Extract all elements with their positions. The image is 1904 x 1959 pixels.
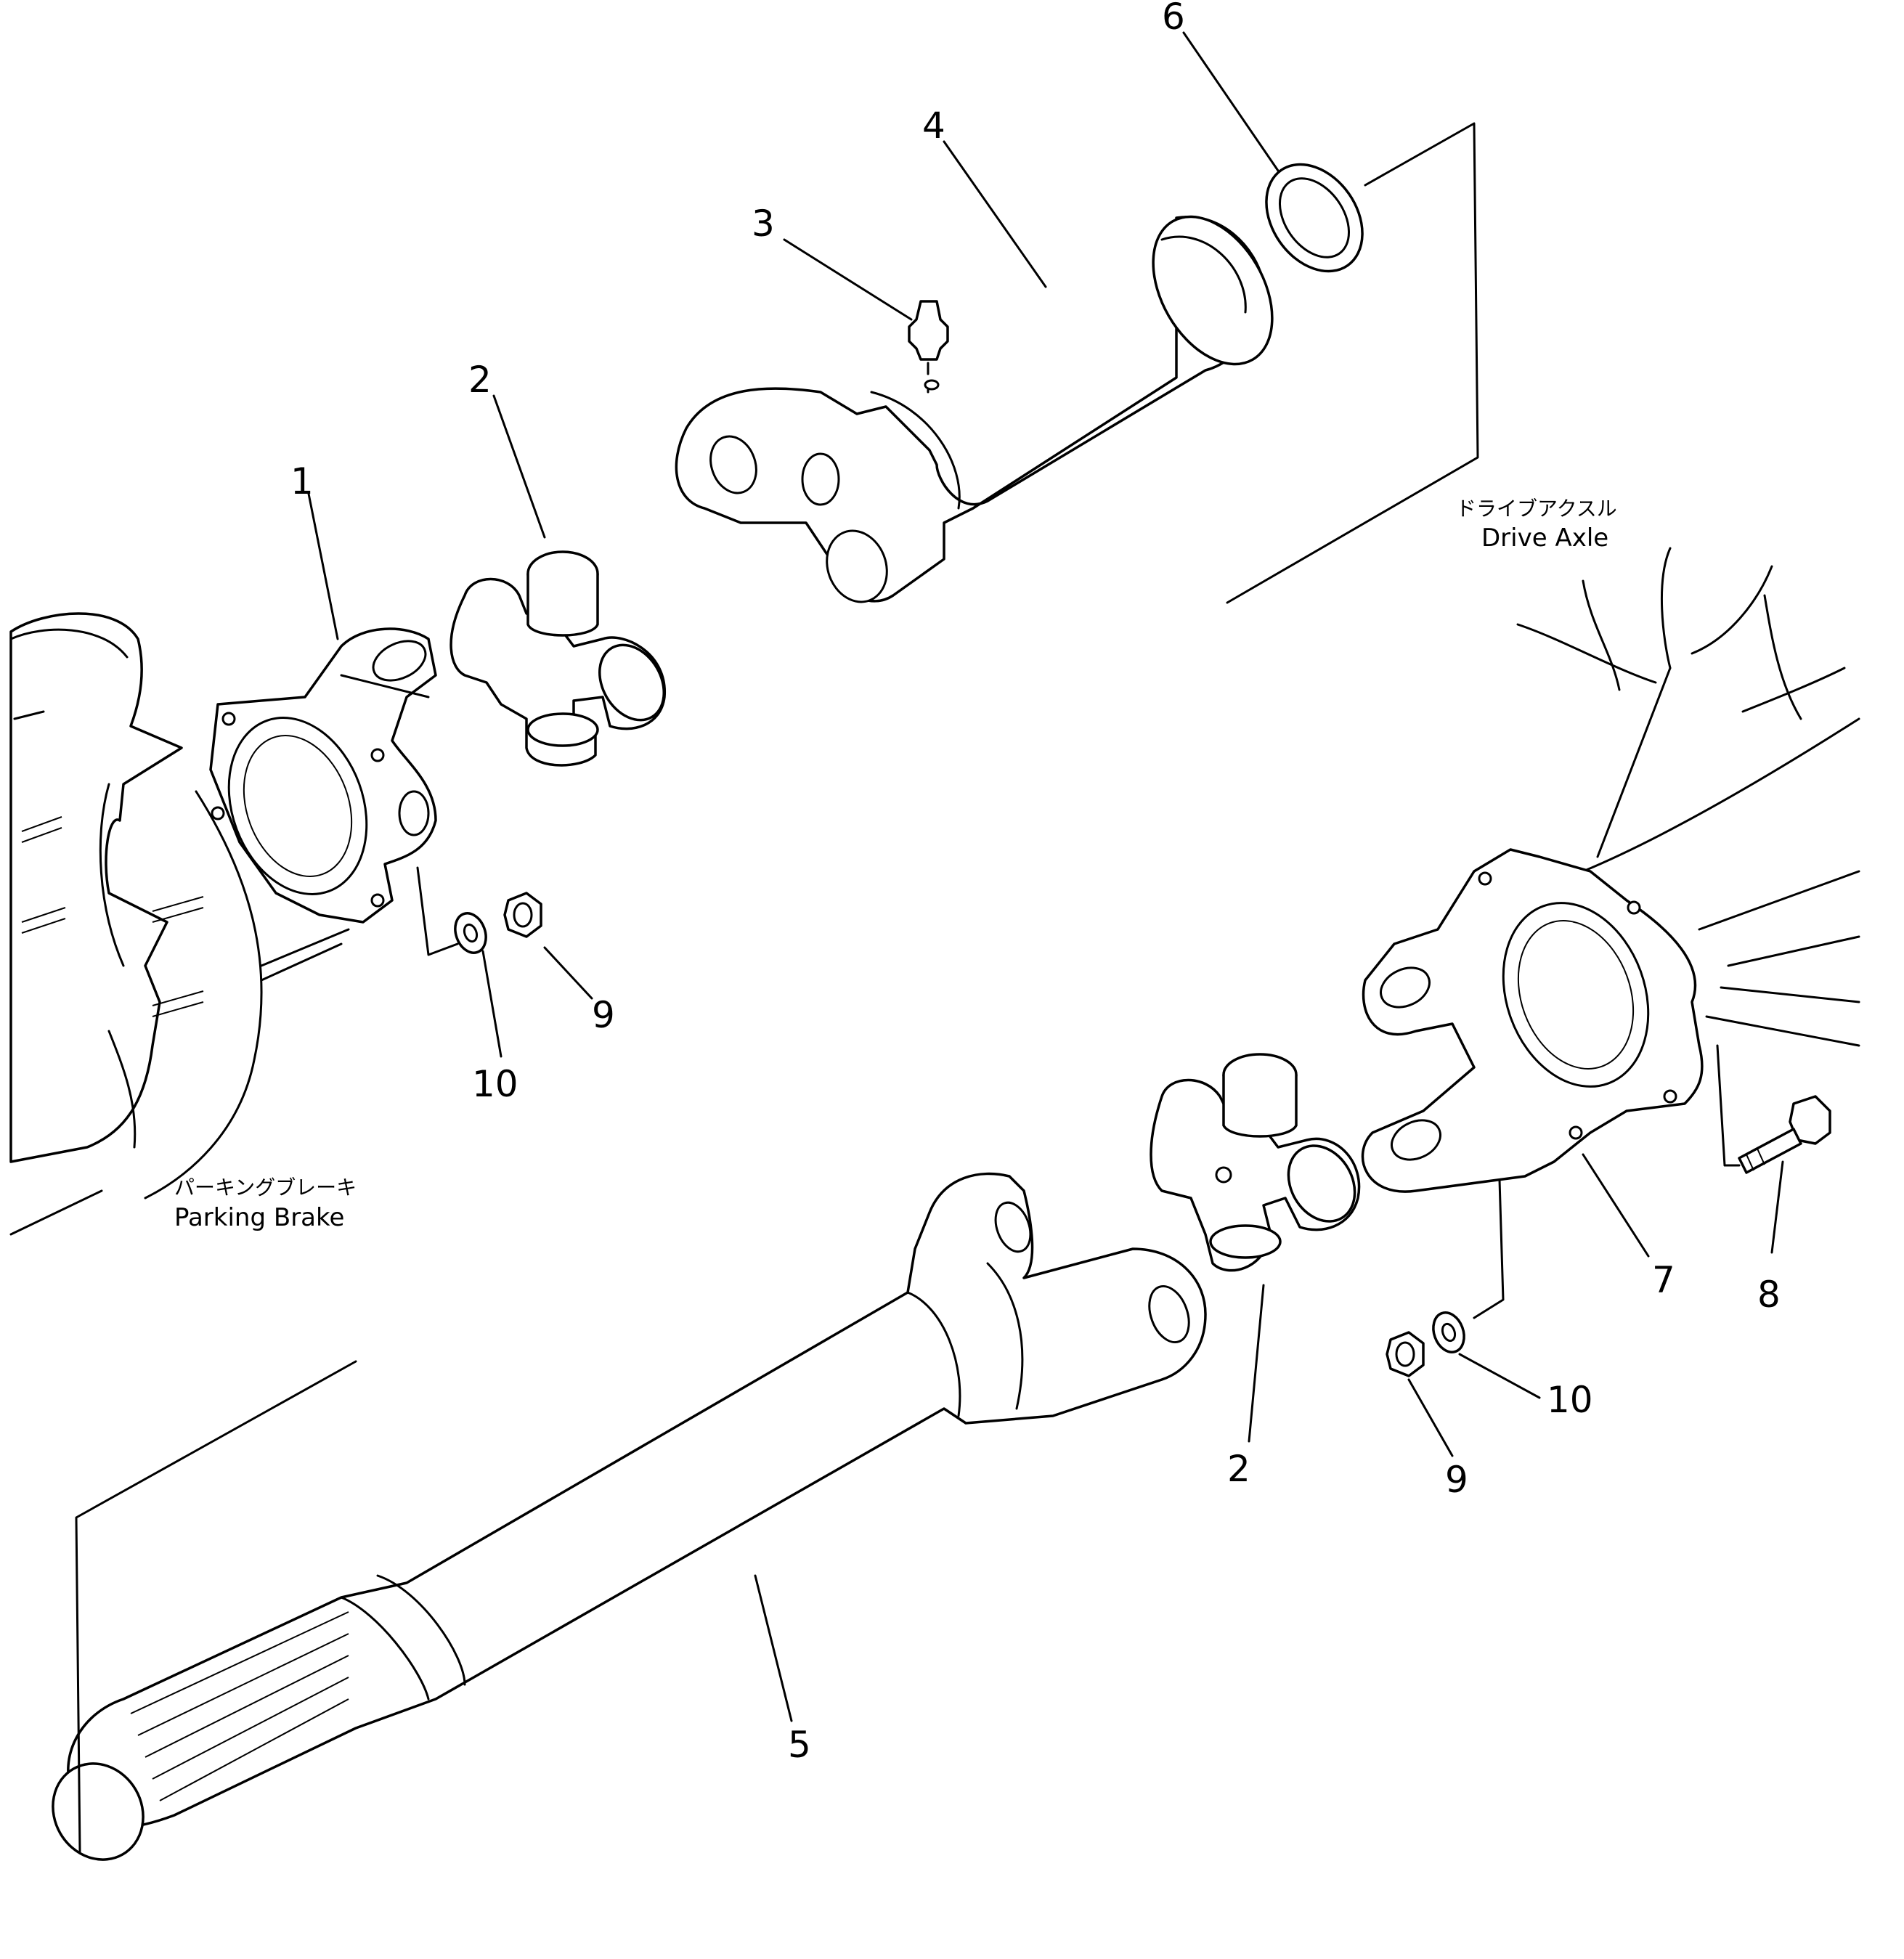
callout-10-upper: 10 xyxy=(472,1063,518,1105)
parts-9-10-upper-fasteners xyxy=(454,892,542,954)
part-2-spider-upper xyxy=(449,550,666,767)
callout-9-upper: 9 xyxy=(592,994,615,1036)
drive-axle-label-en: Drive Axle xyxy=(1481,524,1608,553)
callout-2-lower: 2 xyxy=(1227,1448,1250,1490)
parking-brake-label-en: Parking Brake xyxy=(174,1203,344,1232)
callout-6: 6 xyxy=(1162,0,1185,38)
parts-9-10-lower-fasteners xyxy=(1386,1311,1465,1377)
part-2-spider-lower xyxy=(1150,1053,1361,1272)
callout-4: 4 xyxy=(922,105,945,147)
callout-3: 3 xyxy=(752,203,775,245)
part-4-slip-yoke xyxy=(675,215,1274,603)
callout-2-upper: 2 xyxy=(468,359,492,401)
part-8-bolt xyxy=(1738,1095,1831,1174)
callout-8: 8 xyxy=(1757,1274,1781,1316)
parking-brake-housing xyxy=(9,612,350,1236)
part-1-flange-yoke xyxy=(209,627,437,924)
callout-9-lower: 9 xyxy=(1445,1459,1468,1501)
part-5-spline-shaft xyxy=(52,1172,1207,1861)
location-labels: パーキングブレーキ Parking Brake ドライブアクスル Drive A… xyxy=(174,497,1617,1232)
drive-axle-label-jp: ドライブアクスル xyxy=(1456,497,1617,521)
drive-axle-housing xyxy=(1516,547,1860,1047)
bracket-lines xyxy=(75,122,1741,1853)
callout-7: 7 xyxy=(1652,1259,1675,1301)
callout-5: 5 xyxy=(788,1724,811,1766)
callout-1: 1 xyxy=(290,460,314,502)
parking-brake-label-jp: パーキングブレーキ xyxy=(174,1176,357,1200)
part-3-grease-fitting xyxy=(908,300,949,394)
part-6-seal xyxy=(1265,163,1364,273)
leader-lines xyxy=(307,31,1784,1722)
callout-10-lower: 10 xyxy=(1547,1379,1593,1421)
callout-numbers: 1 2 3 4 5 6 7 8 9 10 2 9 10 xyxy=(290,0,1781,1766)
part-7-flange-yoke xyxy=(1361,848,1704,1193)
